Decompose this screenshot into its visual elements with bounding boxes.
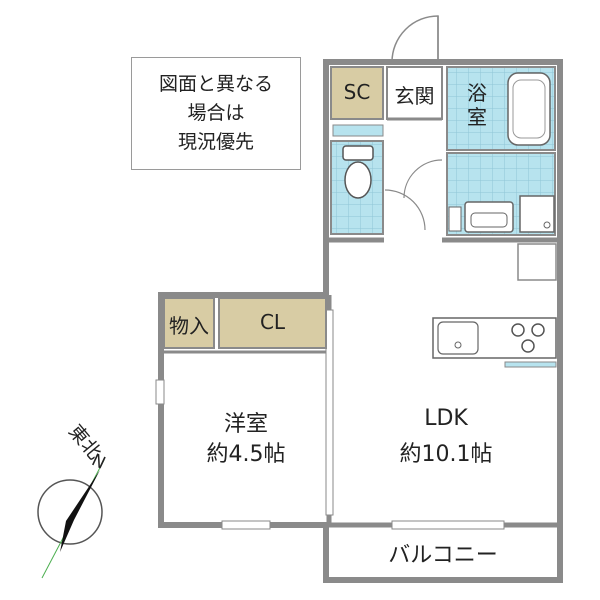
south-window-western (221, 520, 271, 530)
sc-storage (330, 66, 384, 120)
south-window-ldk (391, 520, 505, 530)
western-room-size: 約4.5帖 (206, 442, 286, 467)
note-line-2: 場合は (187, 102, 245, 124)
washing-machine-icon (519, 195, 555, 233)
bathtub-icon (507, 72, 551, 146)
note-line-1: 図面と異なる (158, 73, 273, 95)
clothes-closet (218, 297, 327, 349)
bath-label-line1: 浴 (467, 81, 487, 105)
storage-closet (163, 297, 215, 349)
entrance-door-swing (391, 15, 439, 63)
stove-icon (511, 323, 545, 353)
sink-icon (437, 321, 479, 355)
compass (37, 459, 105, 579)
washbasin-icon (464, 201, 514, 233)
balcony-label: バルコニー (388, 543, 498, 568)
sc-label: SC (343, 80, 371, 104)
disclaimer-note: 図面と異なる 場合は 現況優先 (131, 57, 301, 170)
note-line-3: 現況優先 (177, 131, 254, 153)
shoe-shelf (332, 124, 384, 137)
entrance-label: 玄関 (394, 84, 435, 108)
ldk-size: 約10.1帖 (399, 442, 493, 467)
storage-label: 物入 (169, 314, 209, 338)
toilet-bowl-icon (344, 161, 372, 199)
closet-label: CL (259, 310, 286, 334)
compass-circle (37, 479, 103, 545)
bath-label-line2: 室 (467, 105, 487, 129)
ldk-name: LDK (424, 406, 468, 431)
balcony-area (330, 525, 556, 577)
toilet-door-swing (384, 189, 426, 231)
western-room-name: 洋室 (223, 412, 268, 437)
entrance-floor (386, 66, 443, 120)
toilet-tank-icon (342, 145, 374, 161)
fridge-space (517, 243, 557, 281)
west-window (155, 379, 165, 405)
washroom-door-swing (403, 159, 443, 199)
